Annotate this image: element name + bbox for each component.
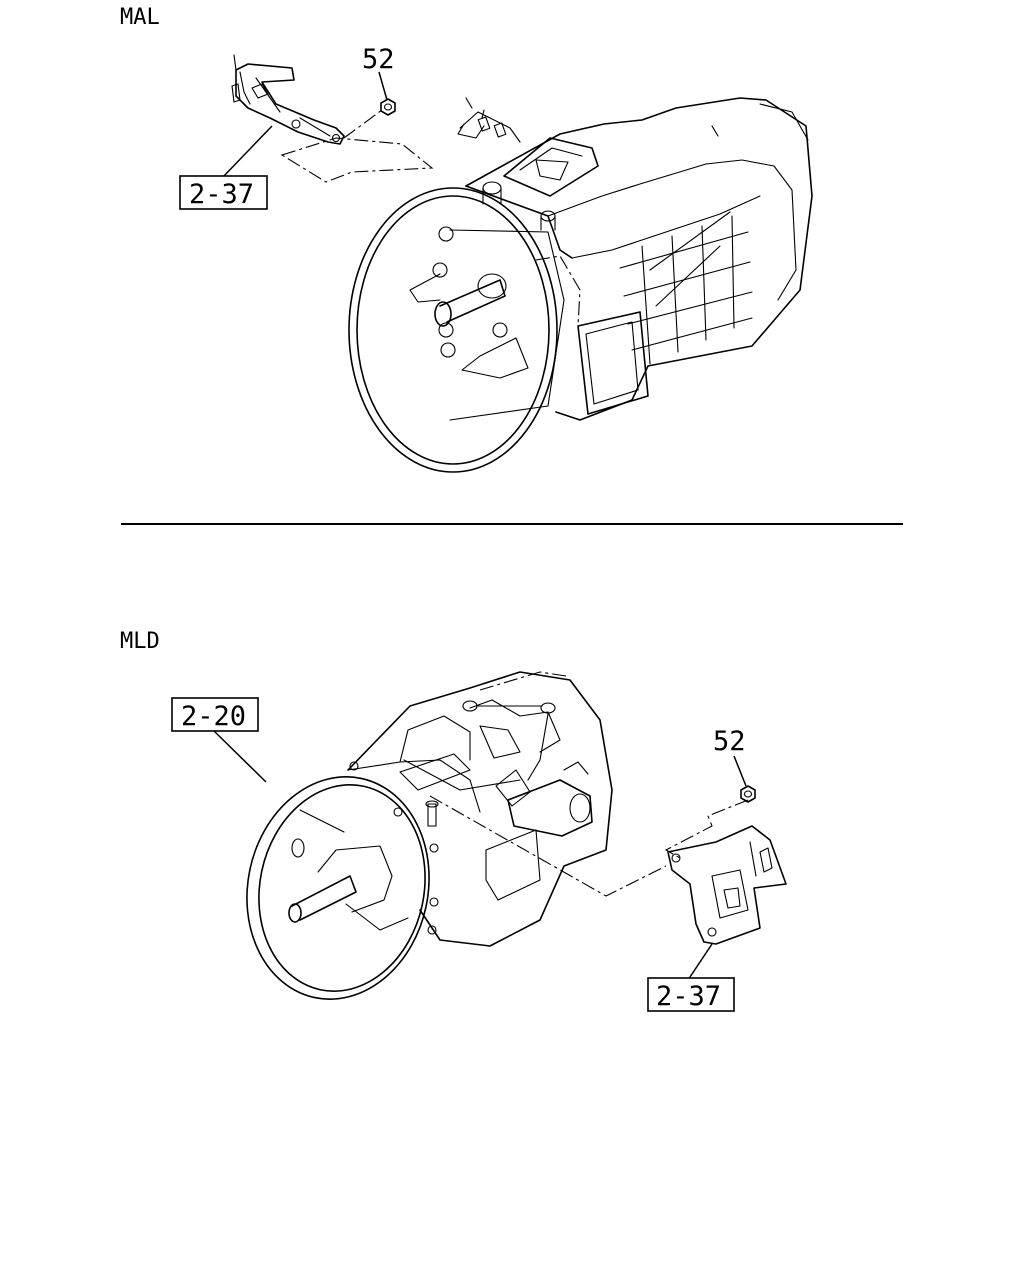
callout-box-2-37-mal <box>179 175 268 210</box>
bracket-mld <box>667 825 787 945</box>
bracket-mal <box>231 54 345 145</box>
section-title-mal: MAL <box>120 5 160 30</box>
callout-52-mld[interactable]: 52 <box>713 726 746 757</box>
connector-line-mal-1 <box>343 109 383 139</box>
callout-2-37-mal[interactable]: 2-37 <box>189 179 254 210</box>
transmission-mld <box>246 671 613 1000</box>
callout-52-mal[interactable]: 52 <box>362 44 395 75</box>
section-mld: MLD 2-20 <box>120 629 787 1012</box>
callout-box-2-20-mld <box>171 697 259 732</box>
callout-box-2-37-mld <box>647 977 735 1012</box>
section-mal: MAL 52 2-37 <box>120 5 813 473</box>
leader-52-mld <box>733 755 747 787</box>
section-title-mld: MLD <box>120 629 160 654</box>
callout-2-20-mld[interactable]: 2-20 <box>181 701 246 732</box>
nut-52-mld <box>740 785 756 803</box>
callout-2-37-mld[interactable]: 2-37 <box>656 981 721 1012</box>
transmission-mal <box>348 97 813 473</box>
leader-2-37-mld <box>687 943 713 981</box>
connector-line-mld <box>429 795 749 897</box>
connector-line-mal-2 <box>280 137 434 183</box>
leader-2-20-mld <box>213 730 267 783</box>
nut-52-mal <box>380 98 396 116</box>
leader-52-mal <box>378 71 388 101</box>
leader-2-37-mal <box>221 125 273 179</box>
